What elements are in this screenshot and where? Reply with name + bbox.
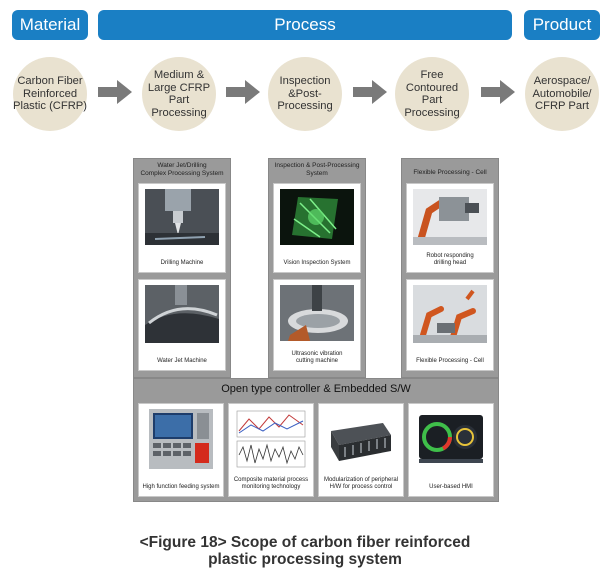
- vision-inspection-image: [280, 189, 354, 245]
- card-caption: Ultrasonic vibration cutting machine: [291, 351, 343, 364]
- card-peripheral-hw: Modularization of peripheral H/W for pro…: [318, 403, 404, 497]
- card-high-function-feeding: High function feeding system: [138, 403, 224, 497]
- flow-step-label: Carbon Fiber Reinforced Plastic (CFRP): [13, 75, 87, 113]
- flexible-processing-cell-image: [413, 285, 487, 343]
- feeding-system-image: [149, 409, 213, 469]
- card-flexible-processing-cell: Flexible Processing - Cell: [406, 279, 494, 371]
- product-header: Product: [524, 10, 600, 40]
- flow-step-label: Aerospace/ Automobile/ CFRP Part: [532, 75, 592, 113]
- card-water-jet-machine: Water Jet Machine: [138, 279, 226, 371]
- figure-caption: <Figure 18> Scope of carbon fiber reinfo…: [139, 534, 471, 568]
- panel-title: Open type controller & Embedded S/W: [221, 383, 411, 395]
- ultrasonic-cutting-image: [280, 285, 354, 341]
- process-header-label: Process: [274, 15, 336, 34]
- material-header: Material: [12, 10, 88, 40]
- arrow-right-icon: [481, 80, 515, 104]
- card-user-hmi: User-based HMI: [408, 403, 494, 497]
- card-caption: Modularization of peripheral H/W for pro…: [323, 477, 399, 490]
- flow-step-medium-large: Medium & Large CFRP Part Processing: [142, 57, 216, 131]
- flow-step-product: Aerospace/ Automobile/ CFRP Part: [525, 57, 599, 131]
- flow-step-label: Free Contoured Part Processing: [404, 69, 460, 119]
- robot-drilling-head-image: [413, 189, 487, 245]
- card-robot-drilling-head: Robot responding drilling head: [406, 183, 494, 273]
- arrow-right-icon: [226, 80, 260, 104]
- peripheral-hw-module-image: [325, 409, 397, 469]
- flow-step-label: Medium & Large CFRP Part Processing: [147, 69, 211, 119]
- panel-flexible-cell: Flexible Processing - Cell Robot respond…: [401, 158, 499, 378]
- panel-title: Flexible Processing - Cell: [413, 169, 487, 176]
- monitoring-chart-image: [235, 409, 307, 469]
- card-caption: Flexible Processing - Cell: [416, 358, 484, 364]
- flow-step-free-contoured: Free Contoured Part Processing: [395, 57, 469, 131]
- card-caption: User-based HMI: [429, 484, 473, 490]
- card-caption: Vision Inspection System: [283, 260, 351, 266]
- drilling-machine-image: [145, 189, 219, 245]
- product-header-label: Product: [532, 15, 592, 34]
- card-caption: Drilling Machine: [160, 260, 204, 266]
- panel-title: Water Jet/Drilling Complex Processing Sy…: [140, 162, 224, 177]
- water-jet-machine-image: [145, 285, 219, 343]
- flow-step-label: Inspection &Post- Processing: [277, 75, 333, 113]
- card-caption: Water Jet Machine: [157, 358, 207, 364]
- card-caption: Composite material process monitoring te…: [233, 477, 309, 490]
- panel-waterjet-drilling: Water Jet/Drilling Complex Processing Sy…: [133, 158, 231, 378]
- card-caption: Robot responding drilling head: [426, 253, 474, 266]
- panel-open-controller: Open type controller & Embedded S/W High…: [133, 378, 499, 502]
- panel-title: Inspection & Post-Processing System: [274, 162, 360, 177]
- arrow-right-icon: [353, 80, 387, 104]
- panel-inspection: Inspection & Post-Processing System Visi…: [268, 158, 366, 378]
- card-ultrasonic-cutting: Ultrasonic vibration cutting machine: [273, 279, 361, 371]
- flow-step-inspection: Inspection &Post- Processing: [268, 57, 342, 131]
- material-header-label: Material: [19, 15, 81, 34]
- flow-step-cfrp: Carbon Fiber Reinforced Plastic (CFRP): [13, 57, 87, 131]
- process-header: Process: [98, 10, 512, 40]
- card-process-monitoring: Composite material process monitoring te…: [228, 403, 314, 497]
- user-hmi-image: [415, 409, 487, 469]
- card-drilling-machine: Drilling Machine: [138, 183, 226, 273]
- card-vision-inspection: Vision Inspection System: [273, 183, 361, 273]
- card-caption: High function feeding system: [142, 484, 220, 490]
- arrow-right-icon: [98, 80, 132, 104]
